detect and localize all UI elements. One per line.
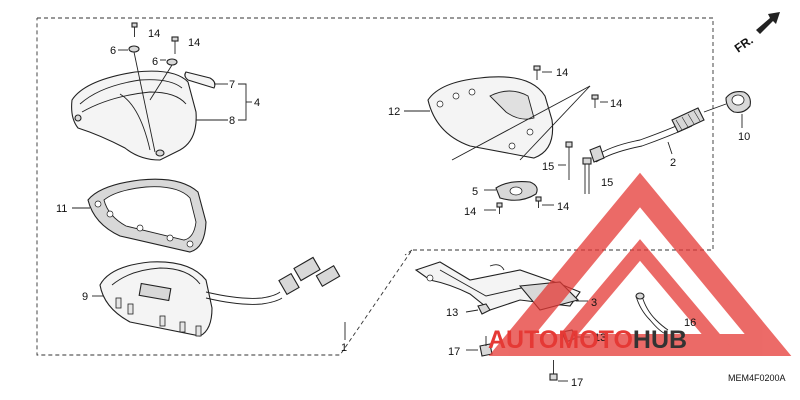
- callout-9: 9: [82, 291, 88, 303]
- callout-5: 5: [472, 186, 478, 198]
- callout-3: 3: [591, 297, 597, 309]
- cable-cap-part: [725, 91, 751, 113]
- front-direction-arrow-icon: [756, 12, 780, 34]
- callout-12: 12: [388, 106, 400, 118]
- meter-gasket-part: [87, 178, 207, 253]
- screw-14a-icon: [131, 22, 138, 37]
- nut-13a-icon: [477, 303, 491, 315]
- meter-case-part: [427, 76, 554, 159]
- callout-4: 4: [254, 97, 260, 109]
- assembly-boundary: [36, 17, 714, 356]
- bracket-plate-part: [495, 181, 538, 201]
- washer-6a-icon: [128, 45, 140, 53]
- callout-17b: 17: [571, 377, 583, 389]
- front-direction-label: FR.: [732, 33, 756, 56]
- washer-6b-icon: [166, 58, 178, 66]
- bolt-17b-icon: [549, 360, 558, 381]
- callout-6b: 6: [152, 56, 158, 68]
- combination-meter-part: [99, 256, 341, 337]
- callout-13b: 13: [594, 332, 606, 344]
- screw-14d-icon: [591, 94, 599, 108]
- screw-14e-icon: [496, 202, 503, 214]
- screw-14c-icon: [533, 65, 541, 80]
- callout-14d: 14: [610, 98, 622, 110]
- callout-16: 16: [684, 317, 696, 329]
- callout-14b: 14: [188, 37, 200, 49]
- screw-14b-icon: [171, 36, 179, 54]
- callout-14e: 14: [464, 206, 476, 218]
- callout-8: 8: [229, 115, 235, 127]
- callout-11: 11: [56, 203, 67, 215]
- band-part: [635, 292, 669, 335]
- boundary-tail: [404, 249, 413, 256]
- callout-2: 2: [670, 157, 676, 169]
- watermark-moto: MOTO: [558, 326, 633, 354]
- callout-14f: 14: [557, 201, 569, 213]
- speed-cable-part: [589, 107, 705, 163]
- callout-17a: 17: [448, 346, 460, 358]
- callout-1: 1: [341, 342, 347, 354]
- bolt-15b-icon: [582, 157, 592, 194]
- meter-cover-part: [71, 70, 197, 161]
- callout-14c: 14: [556, 67, 568, 79]
- callout-14a: 14: [148, 28, 160, 40]
- callout-7: 7: [229, 79, 235, 91]
- lens-strip-part: [184, 71, 216, 89]
- callout-6a: 6: [110, 45, 116, 57]
- callout-15b: 15: [601, 177, 613, 189]
- callout-10: 10: [738, 131, 750, 143]
- svg-text:AUTOMOTOHUB: AUTOMOTOHUB: [488, 326, 687, 354]
- watermark-triangle-logo: [488, 172, 792, 356]
- callout-15a: 15: [542, 161, 554, 173]
- watermark-hub: HUB: [633, 326, 687, 354]
- watermark-text: AUTOMOTOHUB: [488, 326, 687, 354]
- bolt-15a-icon: [565, 141, 573, 180]
- watermark-auto: AUTO: [488, 326, 558, 354]
- screw-14f-icon: [535, 196, 542, 208]
- callout-13a: 13: [446, 307, 458, 319]
- diagram-code: MEM4F0200A: [728, 373, 786, 383]
